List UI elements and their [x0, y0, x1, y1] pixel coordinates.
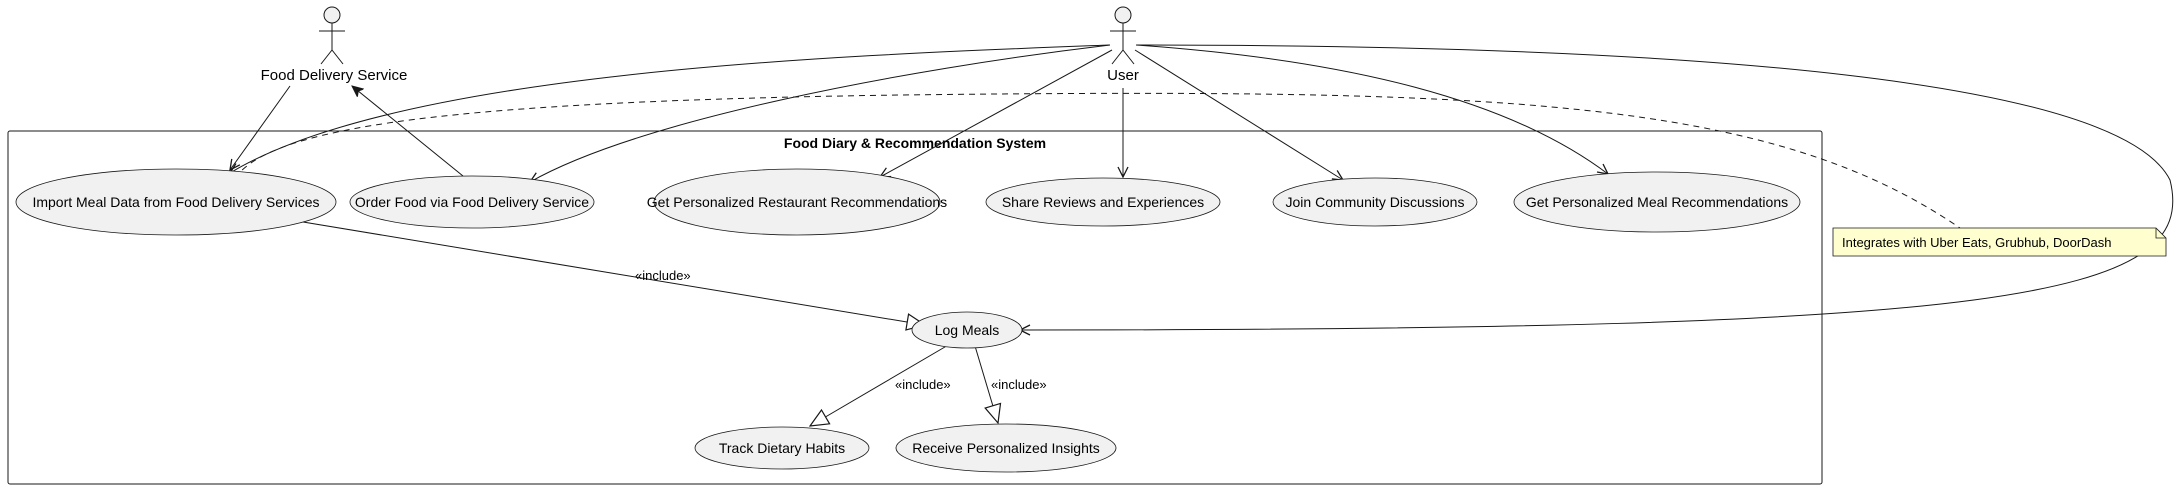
actor-label: Food Delivery Service: [261, 67, 408, 84]
assoc-user-import: [230, 44, 1111, 173]
use-case-label: Log Meals: [935, 322, 1000, 338]
include-label-insights: «include»: [991, 377, 1047, 392]
include-log-insights: [974, 345, 998, 423]
actor-label: User: [1107, 67, 1139, 84]
note: Integrates with Uber Eats, Grubhub, Door…: [1832, 227, 2167, 257]
include-relations: [284, 218, 998, 426]
actor-user[interactable]: User: [1107, 6, 1139, 84]
note-connector: [229, 92, 1961, 229]
use-case-label: Track Dietary Habits: [719, 440, 845, 456]
stick-figure-icon: [319, 6, 345, 65]
use-case-label: Join Community Discussions: [1286, 194, 1465, 210]
stick-figure-icon: [1110, 6, 1136, 65]
use-case-log-meals[interactable]: Log Meals: [911, 311, 1023, 349]
assoc-user-order: [530, 44, 1111, 182]
assoc-fds-import: [230, 85, 291, 170]
use-case-label: Order Food via Food Delivery Service: [355, 194, 589, 210]
assoc-user-join: [1134, 49, 1343, 180]
use-case-receive-insights[interactable]: Receive Personalized Insights: [895, 423, 1117, 473]
use-case-label: Share Reviews and Experiences: [1002, 194, 1204, 210]
assoc-order-fds: [352, 86, 464, 177]
include-label-track: «include»: [895, 377, 951, 392]
use-case-restaurant-recommendations[interactable]: Get Personalized Restaurant Recommendati…: [647, 168, 947, 236]
note-text: Integrates with Uber Eats, Grubhub, Door…: [1842, 235, 2112, 250]
associations: [230, 44, 2174, 330]
include-label-import: «include»: [635, 268, 691, 283]
assoc-user-mealrecs: [1135, 44, 1608, 174]
include-log-track: [810, 343, 951, 426]
use-case-track-dietary-habits[interactable]: Track Dietary Habits: [694, 426, 870, 470]
assoc-user-log: [1020, 44, 2174, 330]
use-case-label: Get Personalized Meal Recommendations: [1526, 194, 1788, 210]
use-case-meal-recommendations[interactable]: Get Personalized Meal Recommendations: [1513, 171, 1801, 233]
use-case-label: Get Personalized Restaurant Recommendati…: [647, 194, 947, 210]
use-case-label: Import Meal Data from Food Delivery Serv…: [32, 194, 319, 210]
assoc-user-restaurant: [880, 49, 1113, 177]
actor-food-delivery-service[interactable]: Food Delivery Service: [261, 6, 408, 84]
use-case-label: Receive Personalized Insights: [912, 440, 1100, 456]
use-case-order-food[interactable]: Order Food via Food Delivery Service: [349, 175, 595, 229]
include-import-log: [284, 218, 925, 325]
use-case-join-community[interactable]: Join Community Discussions: [1272, 177, 1478, 227]
system-title: Food Diary & Recommendation System: [784, 135, 1046, 151]
use-case-share-reviews[interactable]: Share Reviews and Experiences: [985, 177, 1221, 227]
use-case-import-meal-data[interactable]: Import Meal Data from Food Delivery Serv…: [15, 168, 337, 236]
